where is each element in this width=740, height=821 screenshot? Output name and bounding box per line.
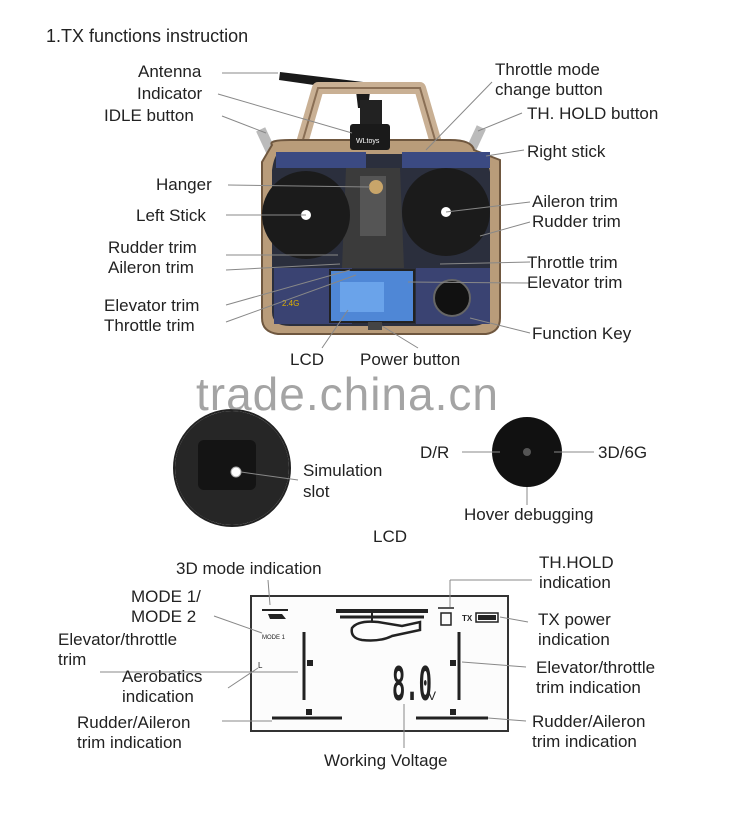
label-rudder-trim-left: Rudder trim [108,238,197,257]
right-horizontal-trim [416,709,488,720]
label-idle-button: IDLE button [104,106,194,125]
left-vertical-trim [302,632,313,700]
label-mode1: MODE 1/ [131,587,201,606]
label-rudder-aileron-right-1: Rudder/Aileron [532,712,646,731]
label-elev-throttle-ind-1: Elevator/throttle [536,658,656,677]
label-working-voltage: Working Voltage [324,751,448,770]
label-hanger: Hanger [156,175,212,194]
label-slot: slot [303,482,330,501]
label-rudder-aileron-right-2: trim indication [532,732,637,751]
th-hold-icon [438,607,454,626]
3d-mode-icon [262,609,288,619]
label-lcd: LCD [290,350,325,369]
brand-logo: WLtoys [356,138,380,145]
screen-badge: 2.4G [282,299,299,308]
label-th-hold-1: TH.HOLD [539,553,614,572]
label-rudder-aileron-left-1: Rudder/Aileron [77,713,191,732]
label-tx-power-1: TX power [538,610,611,629]
function-key [433,279,471,317]
lcd-voltage-unit: V [428,689,436,703]
lcd-heading: LCD [373,527,408,546]
label-elev-throttle-ind-2: trim indication [536,678,641,697]
label-simulation: Simulation [303,461,383,480]
label-throttle-trim-right: Throttle trim [527,253,618,272]
label-th-hold-2: indication [539,573,611,592]
label-dr: D/R [420,443,450,462]
transmitter-body [261,124,501,335]
power-switch [368,322,382,330]
simulation-slot-hole [230,466,242,478]
label-3d-mode: 3D mode indication [176,559,322,578]
left-horizontal-trim [272,709,342,720]
antenna [279,72,382,130]
right-vertical-trim [450,632,461,700]
label-throttle-trim-left: Throttle trim [104,316,195,335]
label-function-key: Function Key [532,324,632,343]
lcd-leader-lines [100,579,532,748]
label-elevator-trim-left: Elevator trim [104,296,200,315]
label-aileron-trim-left: Aileron trim [108,258,194,277]
label-antenna: Antenna [138,62,202,81]
label-throttle-mode-2: change button [495,80,603,99]
label-indicator: Indicator [137,84,203,103]
lcd-mode-text: MODE 1 [262,635,286,641]
label-mode2: MODE 2 [131,607,197,626]
hanger [369,180,383,194]
label-elev-throttle-trim-2: trim [58,650,87,669]
label-rudder-aileron-left-2: trim indication [77,733,182,752]
transmitter-leader-lines [217,72,531,349]
simulation-slot-detail [173,409,299,527]
label-tx-power-2: indication [538,630,610,649]
lcd-tx-text: TX [462,614,473,623]
label-hover-debugging: Hover debugging [464,505,594,524]
label-elevator-trim-right: Elevator trim [527,273,623,292]
lcd-panel: MODE 1 L TX 8.0 V [250,595,509,732]
label-aerobatics-2: indication [122,687,194,706]
page-title: 1.TX functions instruction [46,26,249,46]
label-elev-throttle-trim-1: Elevator/throttle [58,630,178,649]
label-th-hold-button: TH. HOLD button [527,104,659,123]
lcd-aero-text: L [258,661,263,670]
helicopter-icon [336,609,428,642]
indicator-window [350,124,390,150]
lcd-voltage: 8.0 [392,657,432,711]
label-left-stick: Left Stick [136,206,206,225]
label-aerobatics-1: Aerobatics [122,667,203,686]
label-aileron-trim-right: Aileron trim [532,192,618,211]
label-power-button: Power button [360,350,461,369]
label-throttle-mode-1: Throttle mode [495,60,600,79]
label-3d6g: 3D/6G [598,443,648,462]
label-rudder-trim-right: Rudder trim [532,212,621,231]
label-right-stick: Right stick [527,142,606,161]
watermark: trade.china.cn [196,368,499,420]
battery-icon [475,612,499,623]
function-key-detail [462,417,594,505]
